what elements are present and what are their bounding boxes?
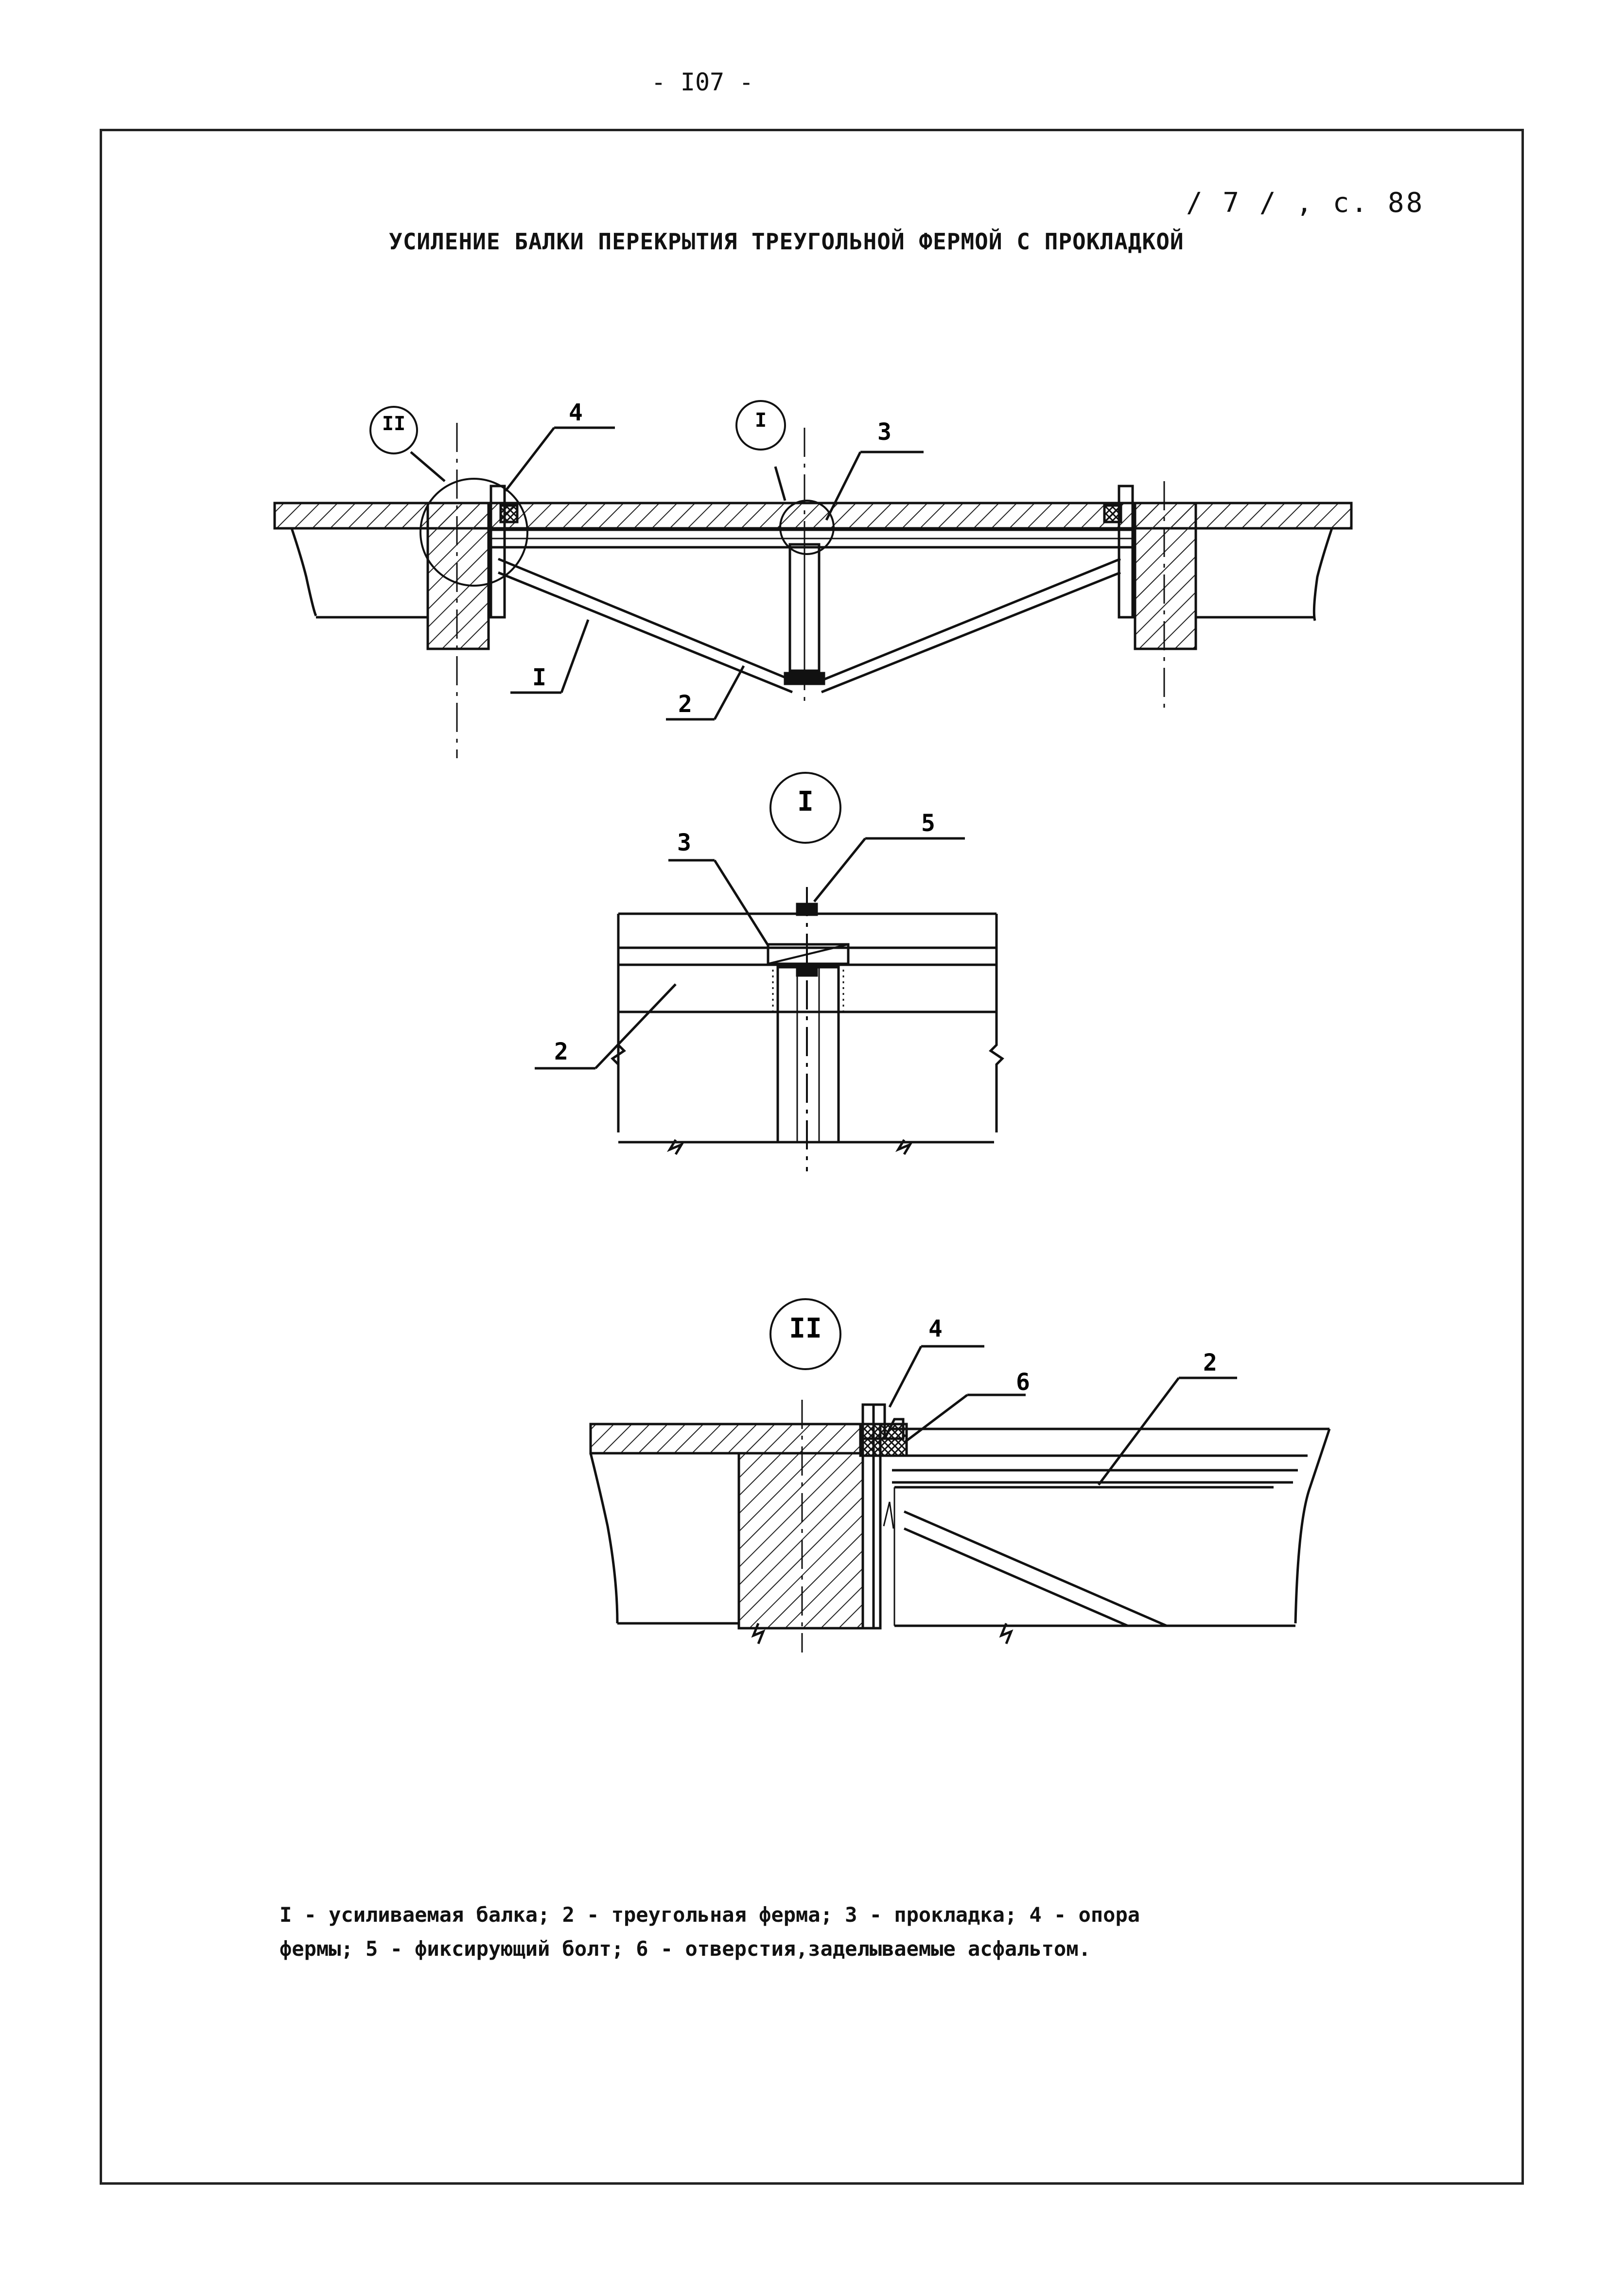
legend-line-2: фермы; 5 - фиксирующий болт; 6 - отверст… (280, 1937, 1091, 1961)
truss-support-right (1118, 485, 1134, 619)
truss-chord-right (821, 557, 1121, 682)
drawing-frame (100, 129, 1524, 2185)
detail-II-callout-2: 2 (1203, 1349, 1217, 1376)
truss-support-left (489, 485, 506, 619)
detail-label-I: I (755, 409, 767, 432)
truss-post-detail (776, 966, 840, 1144)
wall-detail (737, 1452, 864, 1630)
break-line-right (1312, 528, 1333, 621)
drawing-title: УСИЛЕНИЕ БАЛКИ ПЕРЕКРЫТИЯ ТРЕУГОЛЬНОЙ ФЕ… (389, 228, 1184, 255)
detail-II-callouts: II 4 6 2 (769, 1298, 1217, 1396)
legend: I - усиливаемая балка; 2 - треугольная ф… (280, 1898, 1300, 1966)
truss-chord-left (498, 557, 793, 682)
detail-I (535, 837, 1004, 1171)
detail-II (589, 1345, 1331, 1652)
detail-circle-I (779, 500, 835, 555)
detail-I-callouts: I 3 5 2 (554, 772, 935, 1065)
detail-II-callout-6: 6 (1016, 1369, 1030, 1396)
main-elevation (273, 423, 1353, 758)
callout-4: 4 (569, 399, 583, 426)
truss-chord-detail (904, 1510, 1167, 1627)
wall-right (1134, 502, 1197, 650)
detail-I-callout-3: 3 (677, 829, 691, 856)
wall-left (426, 502, 490, 650)
detail-II-title: II (789, 1313, 821, 1344)
detail-I-callout-2: 2 (554, 1038, 568, 1065)
detail-II-callout-4: 4 (928, 1315, 943, 1342)
callout-3: 3 (877, 418, 891, 446)
detail-label-II: II (382, 413, 405, 435)
callout-1: I (532, 664, 546, 691)
detail-circle-II (419, 478, 528, 587)
elevation-callouts: II I 4 3 I 2 (369, 399, 891, 718)
reference-note: / 7 / , с. 88 (1186, 187, 1425, 219)
legend-line-1: I - усиливаемая балка; 2 - треугольная ф… (280, 1903, 1140, 1927)
detail-I-title: I (797, 786, 814, 818)
detail-I-callout-5: 5 (921, 810, 935, 837)
break-line-left (290, 528, 317, 617)
callout-2: 2 (678, 691, 692, 718)
page-number: - I07 - (651, 68, 754, 96)
